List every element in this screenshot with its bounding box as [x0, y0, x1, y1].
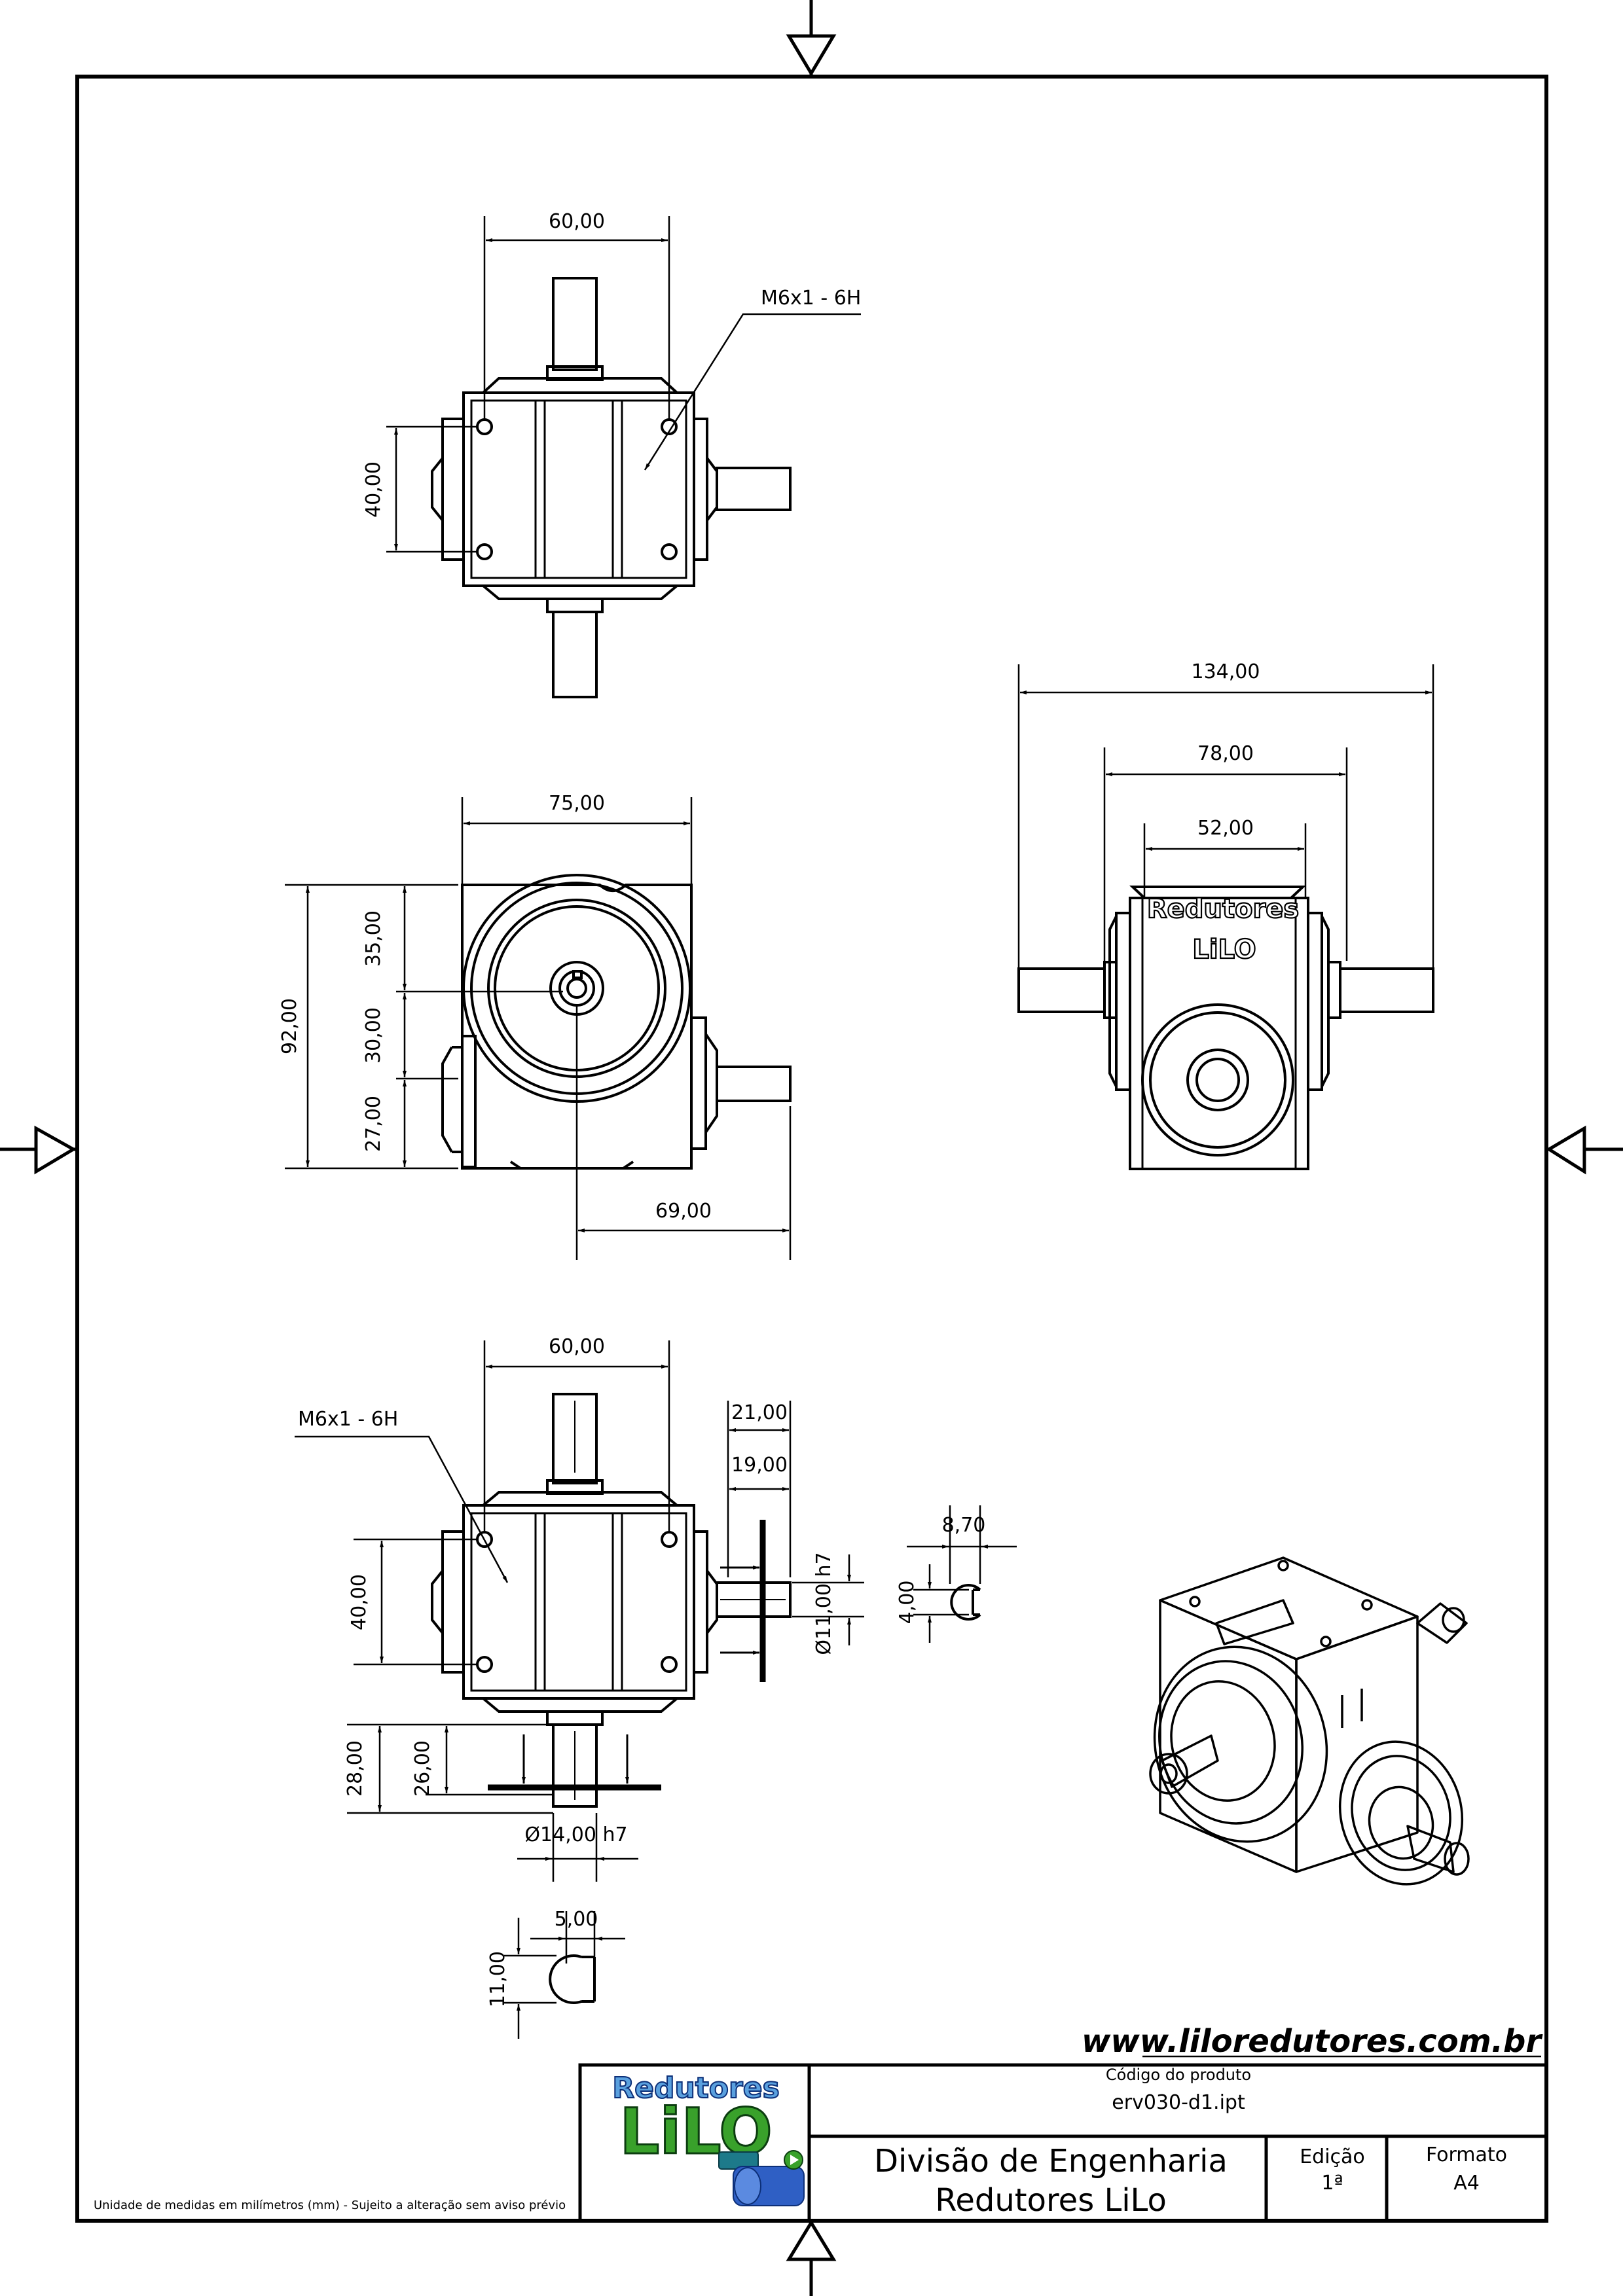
key-detail-large-dimensions [504, 1911, 625, 2039]
bottom-view [431, 1393, 792, 1808]
edition-label: Edição [1300, 2145, 1365, 2168]
bottom-view-shaft-19-dimension: 19,00 [731, 1454, 788, 1477]
product-code-label: Código do produto [1106, 2066, 1251, 2084]
bottom-view-height-dimension: 40,00 [348, 1574, 371, 1630]
top-view-width-dimension: 60,00 [549, 210, 605, 233]
key-detail-large-height-dimension: 11,00 [486, 1951, 509, 2007]
centering-mark-right [1546, 1125, 1623, 1175]
key-detail-small-width-dimension: 8,70 [942, 1514, 986, 1537]
bottom-view-26-dimension: 26,00 [411, 1740, 434, 1797]
key-detail-small-dimensions [907, 1505, 1017, 1643]
front-view-width-dimension: 75,00 [549, 792, 605, 815]
bottom-view-thread-note: M6x1 - 6H [298, 1408, 398, 1431]
front-view-lower-dimension: 27,00 [362, 1096, 385, 1152]
logo-word-lilo: LiLO [619, 2095, 772, 2168]
centering-mark-bottom [786, 2219, 837, 2296]
front-view [441, 874, 792, 1170]
bottom-view-shaft-diameter-dimension: Ø11,00 h7 [812, 1552, 835, 1655]
company-logo: Redutores LiLO [611, 2071, 805, 2206]
department-line2: Redutores LiLo [935, 2182, 1167, 2219]
top-view [431, 277, 792, 698]
isometric-view [1149, 1556, 1470, 1886]
units-disclaimer: Unidade de medidas em milímetros (mm) - … [94, 2198, 566, 2212]
key-detail-large-width-dimension: 5,00 [555, 1908, 598, 1931]
side-view-mid-dimension: 78,00 [1197, 742, 1254, 765]
side-view-emblem-line1: Redutores [1147, 894, 1299, 924]
front-view-middle-dimension: 30,00 [362, 1007, 385, 1064]
front-view-dimensions [285, 797, 792, 1260]
product-code-value: erv030-d1.ipt [1112, 2091, 1245, 2114]
bottom-view-shaft-21-dimension: 21,00 [731, 1401, 788, 1424]
top-view-thread-note: M6x1 - 6H [761, 287, 861, 310]
key-detail-small-key-dimension: 4,00 [896, 1581, 919, 1624]
top-view-height-dimension: 40,00 [362, 461, 385, 518]
gear-motor-icon [718, 2150, 805, 2206]
side-view-emblem-line2: LiLO [1192, 935, 1256, 965]
front-view-total-height-dimension: 92,00 [278, 998, 301, 1054]
centering-mark-top [786, 0, 837, 77]
side-view-dimensions [1017, 664, 1434, 967]
side-view-overall-dimension: 134,00 [1192, 660, 1260, 683]
side-view-inner-dimension: 52,00 [1197, 817, 1254, 840]
format-value: A4 [1453, 2172, 1480, 2195]
front-view-upper-dimension: 35,00 [362, 910, 385, 967]
key-detail-small [950, 1584, 981, 1621]
centering-mark-left [0, 1125, 77, 1175]
bottom-view-28-dimension: 28,00 [344, 1740, 367, 1797]
front-view-shaft-extent-dimension: 69,00 [655, 1200, 712, 1223]
title-block [578, 2063, 1548, 2223]
edition-value: 1ª [1321, 2172, 1343, 2195]
format-label: Formato [1426, 2144, 1507, 2166]
bottom-view-shaft-diameter-14-dimension: Ø14,00 h7 [524, 1823, 627, 1846]
key-detail-large [549, 1954, 596, 2004]
bottom-view-dimensions [295, 1340, 864, 1882]
side-view [1017, 886, 1434, 1170]
top-view-dimensions [386, 216, 861, 553]
bottom-view-width-dimension: 60,00 [549, 1335, 605, 1358]
website-url: www.liloredutores.com.br [1082, 2023, 1543, 2060]
logo-word-redutores: Redutores [612, 2072, 780, 2105]
department-line1: Divisão de Engenharia [874, 2143, 1228, 2179]
